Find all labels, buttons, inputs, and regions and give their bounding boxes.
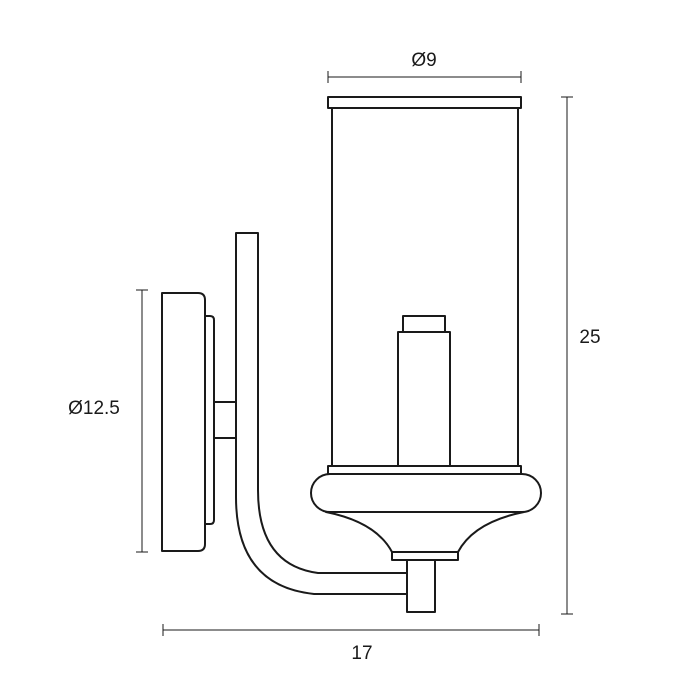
- holder-neck: [391, 551, 459, 561]
- candle-sleeve: [397, 331, 451, 467]
- plate-connector: [213, 401, 237, 439]
- depth-label: 17: [351, 643, 372, 664]
- dimension-height: 25: [561, 96, 601, 615]
- wall-backplate: [161, 292, 215, 552]
- bulb-socket-top: [402, 315, 446, 333]
- dimension-depth: 17: [162, 624, 540, 664]
- backplate-diameter-label: Ø12.5: [68, 398, 120, 419]
- lower-stem: [406, 559, 436, 613]
- height-label: 25: [579, 327, 600, 348]
- holder-bell: [325, 511, 525, 553]
- shade-bottom-collar: [327, 465, 522, 475]
- gallery-ring: [310, 473, 542, 513]
- shade-top-cap: [327, 96, 522, 109]
- shade-diameter-label: Ø9: [411, 50, 436, 71]
- dimension-backplate-diameter: Ø12.5: [68, 289, 148, 553]
- dimension-shade-diameter: Ø9: [327, 50, 522, 83]
